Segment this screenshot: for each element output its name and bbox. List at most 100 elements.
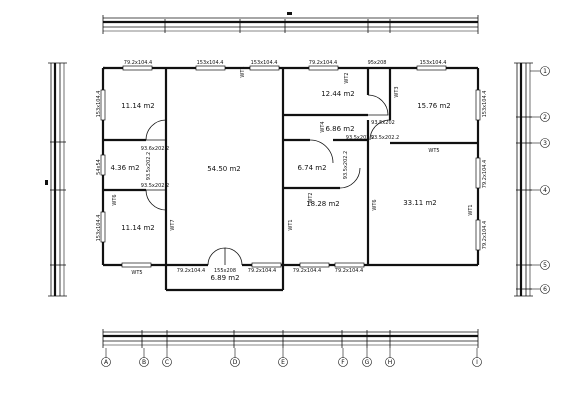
- top-dim-1: 79.2x104.4: [124, 60, 152, 66]
- right-dimension-strip: [514, 62, 540, 297]
- wall-tags: WT1 WT2 WT3 WT4 WT5 WT6 WT7 WT1 WT2 WT6 …: [112, 66, 474, 276]
- axis-bubble-5: [540, 260, 550, 270]
- bottom-dimension-labels: 79.2x104.4 155x208 79.2x104.4 79.2x104.4…: [177, 268, 363, 274]
- axis-label-f: F: [341, 359, 345, 366]
- bottom-dim-3: 79.2x104.4: [248, 268, 276, 274]
- axis-bubble-2: [540, 112, 550, 122]
- left-dim-1: 153x104.4: [96, 91, 102, 118]
- axis-label-a: A: [104, 359, 109, 366]
- top-dim-2: 153x104.4: [197, 60, 224, 66]
- wall-tag-6: WT6: [112, 194, 118, 205]
- room-area-8: 6.74 m2: [297, 164, 326, 172]
- door-swing-5: [309, 139, 334, 164]
- room-area-2: 4.36 m2: [110, 164, 139, 172]
- side-dimension-labels: 153x104.4 54x54 153x104.4 153x104.4 79.2…: [96, 91, 488, 250]
- door-swing-2: [145, 189, 167, 211]
- wall-tag-3: WT3: [394, 86, 400, 97]
- top-dim-5: 95x208: [368, 60, 387, 66]
- top-dim-6: 153x104.4: [420, 60, 447, 66]
- wall-tag-1: WT1: [240, 66, 246, 77]
- wall-tag-2: WT2: [344, 72, 350, 83]
- axis-bubble-4: [540, 185, 550, 195]
- axis-bubble-a: [101, 357, 111, 367]
- room-labels: 11.14 m2 4.36 m2 11.14 m2 54.50 m2 6.89 …: [110, 90, 450, 282]
- room-area-4: 54.50 m2: [207, 165, 241, 173]
- door-dim-2: 93.5x202.2: [141, 183, 169, 189]
- wall-tag-4: WT4: [320, 121, 326, 132]
- left-dim-2: 54x54: [96, 159, 102, 175]
- bottom-dim-2: 155x208: [214, 268, 236, 274]
- bottom-dim-5: 79.2x104.4: [335, 268, 363, 274]
- inner-dimension-labels: 93.6x202.2 93.5x202.2 93.5x202 93.5x202.…: [141, 120, 399, 189]
- wall-tag-9: WT2: [308, 192, 314, 203]
- axis-label-h: H: [388, 359, 393, 366]
- room-area-1: 11.14 m2: [121, 102, 155, 110]
- room-area-3: 11.14 m2: [121, 224, 155, 232]
- top-dim-4: 79.2x104.4: [309, 60, 337, 66]
- axis-label-2: 2: [543, 114, 547, 121]
- axis-bubble-1: [540, 66, 550, 76]
- axis-bubble-3: [540, 138, 550, 148]
- axis-bubble-d: [230, 357, 240, 367]
- right-dim-3: 79.2x104.4: [482, 221, 488, 249]
- wall-tag-5: WT5: [428, 148, 439, 154]
- windows: [100, 65, 481, 268]
- door-swing-4: [369, 119, 391, 141]
- door-dim-4: 93.5x202.2: [346, 135, 374, 141]
- axis-bubble-i: [472, 357, 482, 367]
- right-dim-2: 79.2x104.4: [482, 160, 488, 188]
- door-dim-side: 93.5x202.2: [146, 152, 152, 180]
- axis-bubble-e: [278, 357, 288, 367]
- room-area-9: 18.28 m2: [306, 200, 340, 208]
- axis-bubble-h: [385, 357, 395, 367]
- wall-tag-12: WT5: [131, 270, 142, 276]
- right-dim-1: 153x104.4: [482, 91, 488, 118]
- axis-label-b: B: [142, 359, 146, 366]
- door-dim-6: 93.5x202.2: [343, 151, 349, 179]
- wall-tag-7: WT7: [170, 219, 176, 230]
- wall-tag-8: WT1: [288, 219, 294, 230]
- axis-bubble-b: [139, 357, 149, 367]
- right-axis-markers: 1 2 3 4 5 6: [540, 66, 550, 294]
- axis-label-i: I: [476, 359, 478, 366]
- doors: [145, 94, 391, 266]
- axis-label-c: C: [165, 359, 169, 366]
- door-swing-6: [339, 167, 361, 189]
- axis-label-d: D: [233, 359, 238, 366]
- room-area-5: 6.89 m2: [210, 274, 239, 282]
- bottom-dim-1: 79.2x104.4: [177, 268, 205, 274]
- axis-label-5: 5: [543, 262, 547, 269]
- room-area-11: 33.11 m2: [403, 199, 437, 207]
- wall-tag-10: WT6: [372, 199, 378, 210]
- door-dim-3: 93.5x202: [371, 120, 395, 126]
- bottom-dim-4: 79.2x104.4: [293, 268, 321, 274]
- axis-label-g: G: [365, 359, 370, 366]
- axis-bubble-g: [362, 357, 372, 367]
- bottom-dimension-strip: [102, 329, 479, 358]
- door-dim-5: 93.5x202.2: [371, 135, 399, 141]
- room-area-7: 6.86 m2: [325, 125, 354, 133]
- door-swing-1: [145, 119, 167, 141]
- axis-label-1: 1: [543, 68, 547, 75]
- left-dimension-strip: [45, 62, 67, 297]
- wall-tag-11: WT1: [468, 204, 474, 215]
- bottom-axis-markers: A B C D E F G H I: [101, 357, 482, 367]
- axis-label-e: E: [281, 359, 285, 366]
- axis-label-4: 4: [543, 187, 547, 194]
- entry-door-left: [207, 247, 226, 266]
- axis-label-3: 3: [543, 140, 547, 147]
- left-dim-3: 153x104.4: [96, 215, 102, 242]
- top-dimension-labels: 79.2x104.4 153x104.4 153x104.4 79.2x104.…: [124, 60, 447, 66]
- door-swing-3: [367, 94, 389, 116]
- axis-bubble-6: [540, 284, 550, 294]
- top-dim-3: 153x104.4: [251, 60, 278, 66]
- axis-bubble-f: [338, 357, 348, 367]
- top-dimension-strip: [102, 12, 479, 34]
- entry-door-right: [224, 247, 243, 266]
- axis-bubble-c: [162, 357, 172, 367]
- room-area-10: 15.76 m2: [417, 102, 451, 110]
- door-dim-1: 93.6x202.2: [141, 146, 169, 152]
- room-area-6: 12.44 m2: [321, 90, 355, 98]
- axis-label-6: 6: [543, 286, 547, 293]
